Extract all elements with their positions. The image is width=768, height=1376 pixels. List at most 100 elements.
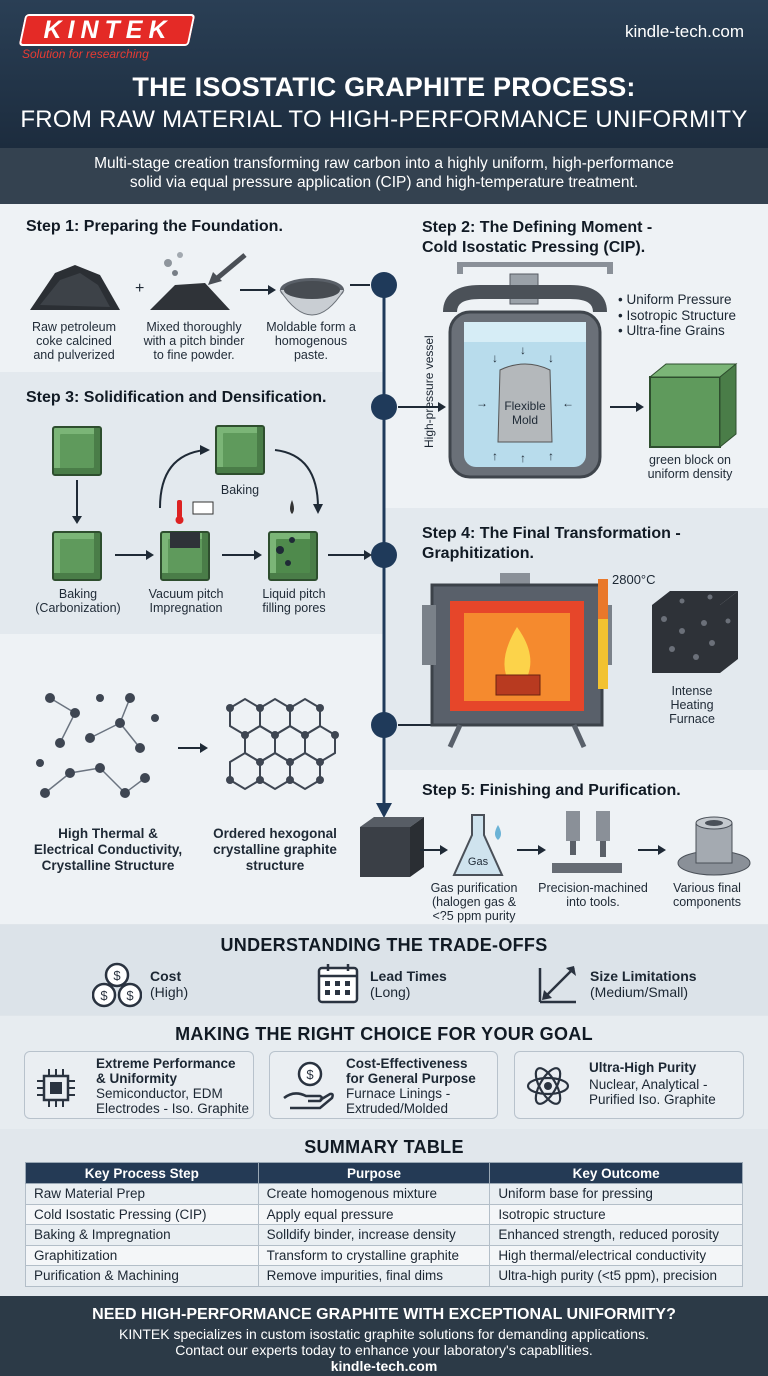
label-line: (halogen gas & bbox=[431, 895, 517, 909]
svg-text:↑: ↑ bbox=[520, 451, 526, 465]
goal-purity-text: Ultra-High Purity Nuclear, Analytical - … bbox=[589, 1060, 716, 1107]
filled-block bbox=[268, 531, 318, 581]
flask-label: Gas bbox=[468, 856, 489, 868]
logo-text: KINTEK bbox=[43, 16, 173, 44]
svg-text:↓: ↓ bbox=[492, 351, 498, 365]
goal-sub: Purified Iso. Graphite bbox=[589, 1092, 716, 1107]
label-line: (Carbonization) bbox=[35, 601, 121, 615]
table-cell: Purification & Machining bbox=[25, 1265, 259, 1287]
table-cell: Solldify binder, increase density bbox=[257, 1224, 491, 1246]
table-cell: Transform to crystalline graphite bbox=[257, 1244, 491, 1266]
goal-sub: Furnace Linings - bbox=[346, 1086, 451, 1101]
step1-label-mixed: Mixed thoroughly with a pitch binder to … bbox=[134, 320, 254, 362]
label-line: Crystalline Structure bbox=[41, 858, 175, 873]
step1-title: Step 1: Preparing the Foundation. bbox=[26, 218, 283, 235]
label-line: structure bbox=[245, 858, 305, 873]
label-line: homogenous bbox=[274, 334, 348, 348]
money-hand-icon: $ bbox=[283, 1061, 334, 1110]
label-line: filling pores bbox=[262, 601, 326, 615]
goal-sub: Extruded/Molded bbox=[346, 1101, 449, 1116]
table-cell: Apply equal pressure bbox=[257, 1203, 491, 1225]
step4-title-line: Step 4: The Final Transformation - bbox=[422, 525, 681, 542]
furnace-illustration bbox=[422, 573, 738, 749]
label-line: Mixed thoroughly bbox=[146, 320, 242, 334]
resize-arrows-icon bbox=[538, 966, 576, 1004]
step2-title-line: Cold Isostatic Pressing (CIP). bbox=[422, 239, 646, 256]
coins-icon: $ $ $ bbox=[92, 962, 142, 1008]
goal-cost-text: Cost-Effectiveness for General Purpose F… bbox=[346, 1056, 476, 1116]
furnace-label: Intense Heating Furnace bbox=[650, 684, 734, 726]
table-cell: Raw Material Prep bbox=[25, 1183, 259, 1205]
footer-cta: NEED HIGH-PERFORMANCE GRAPHITE WITH EXCE… bbox=[0, 1296, 768, 1376]
column-header: Purpose bbox=[257, 1162, 491, 1184]
table-row: Cold Isostatic Pressing (CIP)Apply equal… bbox=[25, 1203, 743, 1225]
graphite-structure-label: Ordered hexogonal crystalline graphite s… bbox=[200, 826, 350, 874]
label-line: Intense bbox=[671, 684, 713, 698]
label-line: crystalline graphite bbox=[213, 842, 337, 857]
goal-card-performance[interactable] bbox=[24, 1051, 254, 1119]
step3-arrows bbox=[72, 445, 323, 566]
svg-text:$: $ bbox=[126, 988, 134, 1003]
svg-text:↓: ↓ bbox=[548, 351, 554, 365]
step5-label-gas: Gas purification (halogen gas & <?5 ppm … bbox=[418, 881, 530, 923]
step5-label-machined: Precision-machined into tools. bbox=[530, 881, 656, 909]
footer-link[interactable]: kindle-tech.com bbox=[330, 1358, 438, 1374]
site-link[interactable]: kindle-tech.com bbox=[624, 22, 744, 41]
step1-label-paste: Moldable form a homogenous paste. bbox=[256, 320, 366, 362]
summary-table: Key Process Step Purpose Key Outcome Raw… bbox=[25, 1162, 743, 1287]
page-subtitle: FROM RAW MATERIAL TO HIGH-PERFORMANCE UN… bbox=[20, 106, 748, 133]
tradeoff-size: Size Limitations (Medium/Small) bbox=[590, 968, 697, 1000]
label-line: uniform density bbox=[647, 467, 733, 481]
tradeoffs-heading: UNDERSTANDING THE TRADE-OFFS bbox=[220, 935, 548, 955]
svg-text:$: $ bbox=[306, 1067, 314, 1082]
label-line: Gas purification bbox=[430, 881, 518, 895]
table-cell: Baking & Impregnation bbox=[25, 1224, 259, 1246]
step5-title: Step 5: Finishing and Purification. bbox=[422, 782, 681, 799]
table-cell: Uniform base for pressing bbox=[489, 1183, 743, 1205]
choice-heading: MAKING THE RIGHT CHOICE FOR YOUR GOAL bbox=[175, 1024, 593, 1044]
svg-text:$: $ bbox=[100, 988, 108, 1003]
tradeoff-sub: (Medium/Small) bbox=[590, 984, 689, 1000]
svg-text:+: + bbox=[135, 280, 144, 297]
label-line: Impregnation bbox=[149, 601, 223, 615]
table-cell: Graphitization bbox=[25, 1244, 259, 1266]
column-header: Key Process Step bbox=[25, 1162, 259, 1184]
step3-title: Step 3: Solidification and Densification… bbox=[26, 389, 327, 406]
step3-panel bbox=[0, 372, 384, 634]
bullet-item: • Isotropic Structure bbox=[618, 307, 737, 323]
step4-title-line: Graphitization. bbox=[422, 545, 534, 562]
goal-performance-text: Extreme Performance & Uniformity Semicon… bbox=[96, 1056, 249, 1116]
label-line: Heating bbox=[670, 698, 714, 712]
label-line: with a pitch binder bbox=[143, 334, 245, 348]
column-header: Key Outcome bbox=[489, 1162, 743, 1184]
goal-sub: Semiconductor, EDM bbox=[96, 1086, 223, 1101]
svg-text:→: → bbox=[476, 396, 488, 410]
step1-illustration: + bbox=[30, 252, 345, 316]
label-line: Furnace bbox=[669, 712, 715, 726]
calendar-icon bbox=[317, 964, 359, 1004]
label-line: Ordered hexogonal bbox=[213, 826, 337, 841]
goal-title: Cost-Effectiveness bbox=[346, 1056, 468, 1071]
step5-label-components: Various final components bbox=[660, 881, 754, 909]
graphite-properties-label: High Thermal & Electrical Conductivity, … bbox=[22, 826, 194, 874]
label-line: Various final bbox=[673, 881, 741, 895]
table-cell: Isotropic structure bbox=[489, 1203, 743, 1225]
table-header-row: Key Process Step Purpose Key Outcome bbox=[25, 1162, 743, 1184]
label-line: Moldable form a bbox=[266, 320, 356, 334]
page-title: THE ISOSTATIC GRAPHITE PROCESS: bbox=[132, 72, 636, 102]
table-cell: Ultra-high purity (<t5 ppm), precision bbox=[489, 1265, 743, 1287]
goal-card-purity[interactable] bbox=[514, 1051, 744, 1119]
label-line: Baking bbox=[58, 587, 98, 601]
brand-tagline: Solution for researching bbox=[22, 47, 149, 61]
goal-sub: Electrodes - Iso. Graphite bbox=[96, 1101, 250, 1116]
goal-title: Extreme Performance bbox=[96, 1056, 236, 1071]
table-cell: Create homogenous mixture bbox=[257, 1183, 491, 1205]
intro-text: Multi-stage creation transforming raw ca… bbox=[0, 148, 768, 204]
green-block bbox=[52, 426, 102, 476]
label-line: paste. bbox=[293, 348, 329, 362]
label-baking: Baking (Carbonization) bbox=[22, 587, 134, 615]
svg-text:$: $ bbox=[113, 968, 121, 983]
bullet-item: • Uniform Pressure bbox=[618, 292, 732, 307]
